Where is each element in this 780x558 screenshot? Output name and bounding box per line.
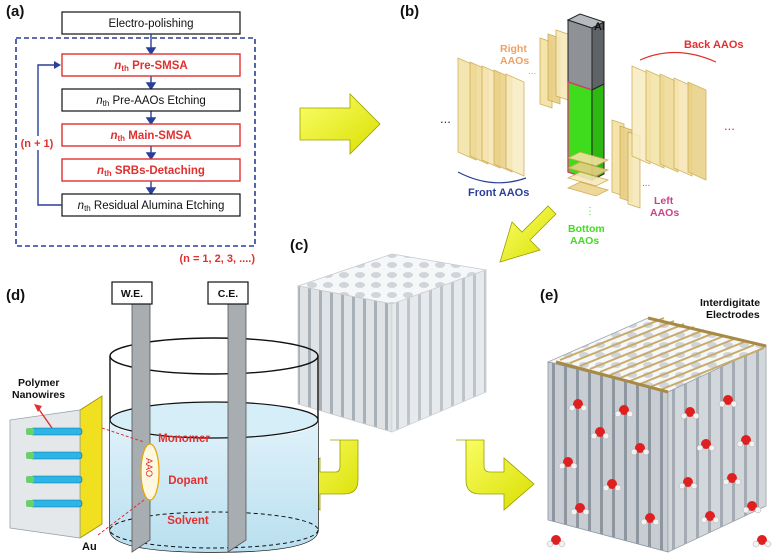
ce-label: C.E. [218,288,239,300]
panel-label-a: (a) [6,3,24,20]
al-label: Al [594,21,605,33]
loop-arrow [37,64,62,206]
arrow-b-to-c [499,205,557,263]
front-aao-label: Front AAOs [468,187,529,199]
step-pre-aao-etching-label: nth Pre-AAOs Etching [96,95,206,108]
loop-label-bg [18,136,56,150]
bottom-aao-label-1: Bottom [568,223,605,235]
water-molecules [546,395,772,548]
bottom-aao-label-2: AAOs [570,235,599,247]
panel-label-c: (c) [290,237,308,254]
interdigitate-label-2: Electrodes [706,309,760,321]
cube-e-left-face [547,361,669,553]
beaker-rim [109,337,319,375]
pre-smsa-text: Pre-SMSA [129,60,188,72]
nanowires [26,427,83,508]
solvent-label: Solvent [167,515,209,527]
nanowire-pointer-head [34,404,42,412]
step-srbs-detaching-label: nth SRBs-Detaching [97,165,205,178]
n-symbol: n [114,60,121,72]
step-pre-smsa-box [61,53,241,77]
step-pre-aao-etching-box [61,88,241,112]
n-symbol: n [78,200,84,212]
th-sub: th [84,204,91,213]
left-aao-label-1: Left [654,195,674,207]
residual-alumina-text: Residual Alumina Etching [91,200,225,212]
loop-arrow-head [54,61,61,69]
range-label: (n = 1, 2, 3, ....) [180,253,256,265]
panel-label-d: (d) [6,287,25,304]
aao-label: AAO [144,458,154,477]
aao-template [140,443,160,501]
n-symbol: n [97,165,104,177]
arrow-a-to-b [299,93,381,155]
front-aao-plates [457,57,525,177]
monomer-label: Monomer [158,433,210,445]
counter-electrode [227,291,247,553]
beaker-bottom [109,511,319,549]
th-sub: th [104,169,112,178]
zoom-line-top [101,427,145,443]
electrode-bus-front [555,360,669,394]
main-smsa-text: Main-SMSA [125,130,191,142]
panel-b: (b) ... Front AAOs Right AAOs ... [400,3,744,247]
cube-c-left-face [297,285,393,433]
right-aao-plates [539,29,569,109]
arrow-c-to-e [456,439,535,511]
interdigitate-electrodes [559,317,765,391]
electrode-bus-back [647,316,767,348]
pre-aao-etching-text: Pre-AAOs Etching [109,95,206,107]
step-electropolishing-label: Electro-polishing [108,18,193,30]
we-box [111,281,153,305]
right-aao-label-1: Right [500,43,527,55]
step-main-smsa-label: nth Main-SMSA [110,130,191,143]
back-dots: ... [724,118,735,133]
liquid [110,420,318,552]
we-label: W.E. [121,288,143,300]
bottom-dots: ⋮ [585,206,595,217]
back-brace [639,51,717,63]
working-electrode [131,291,151,553]
panel-label-e: (e) [540,287,558,304]
srbs-detaching-text: SRBs-Detaching [112,165,205,177]
nanowire-pointer [37,407,53,429]
bottom-aao-plates [566,151,610,197]
th-sub: th [121,64,129,73]
panel-c: (c) [290,237,488,433]
cube-c-right-shade [392,270,486,432]
front-brace [457,171,527,184]
back-aao-label: Back AAOs [684,39,744,51]
loop-label: (n + 1) [21,138,54,150]
polymer-label-1: Polymer [18,377,59,389]
au-label: Au [82,541,97,553]
panel-d: (d) W.E. C.E. AAO Monomer Dopant Solvent [6,281,319,553]
right-aao-label-2: AAOs [500,55,529,67]
left-aao-label-2: AAOs [650,207,679,219]
cube-e-right-shade [668,346,766,552]
step-pre-smsa-label: nth Pre-SMSA [114,60,187,73]
panel-a: (a) Electro-polishing nth Pre-SMSA nth P… [6,3,256,265]
interdigitate-label-1: Interdigitate [700,297,760,309]
step-residual-alumina-label: nth Residual Alumina Etching [78,200,225,213]
flow-arrows [145,34,157,196]
panel-label-b: (b) [400,3,419,20]
right-dots: ... [528,66,536,77]
au-layer [79,395,103,539]
front-dots: ... [440,111,451,126]
ce-box [207,281,249,305]
n-symbol: n [110,130,117,142]
th-sub: th [118,134,126,143]
step-main-smsa-box [61,123,241,147]
n-symbol: n [96,95,102,107]
back-aao-plates [631,65,707,181]
dopant-label: Dopant [168,475,208,487]
step-srbs-detaching-box [61,158,241,182]
panel-e: (e) Interdigitate Electrodes [540,287,772,553]
polymer-label-2: Nanowires [12,389,65,401]
left-dots: ... [642,178,650,189]
th-sub: th [103,99,110,108]
cube-c-right-face [391,269,487,433]
liquid-surface [109,401,319,439]
